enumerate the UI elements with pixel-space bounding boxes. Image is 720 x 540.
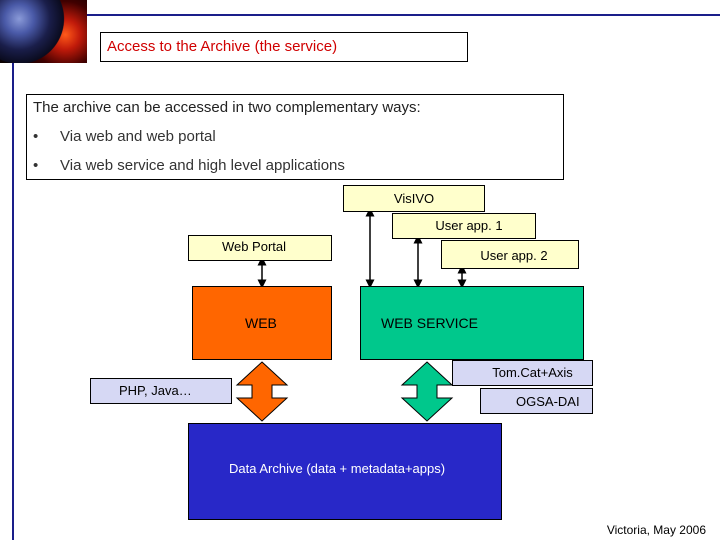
data-archive-label: Data Archive (data + metadata+apps) xyxy=(229,461,446,476)
ogsa-dai-box: OGSA-DAI xyxy=(480,388,593,414)
user-app1-box: User app. 1 xyxy=(392,213,536,239)
header-rule xyxy=(87,14,720,16)
bullet-text: Via web and web portal xyxy=(60,128,216,145)
php-java-box: PHP, Java… xyxy=(90,378,232,404)
webservice-archive-double-arrow xyxy=(400,361,454,422)
bullet-text: Via web service and high level applicati… xyxy=(60,157,345,174)
slide-corner-image xyxy=(0,0,87,63)
bullet-mark: • xyxy=(33,128,39,145)
web-block: WEB xyxy=(192,286,332,360)
tomcat-axis-box: Tom.Cat+Axis xyxy=(452,360,593,386)
user-app2-box: User app. 2 xyxy=(441,240,579,269)
bullet-item: • Via web and web portal xyxy=(33,128,216,145)
bullet-mark: • xyxy=(33,157,39,174)
bullet-item: • Via web service and high level applicat… xyxy=(33,157,345,174)
left-rule xyxy=(12,63,14,540)
intro-box: The archive can be accessed in two compl… xyxy=(26,94,564,180)
web-archive-double-arrow xyxy=(235,361,289,422)
web-service-block: WEB SERVICE xyxy=(360,286,584,360)
visivo-box: VisIVO xyxy=(343,185,485,212)
intro-text: The archive can be accessed in two compl… xyxy=(33,99,421,116)
data-archive-block xyxy=(188,423,502,520)
footer-text: Victoria, May 2006 xyxy=(606,523,706,537)
slide-title: Access to the Archive (the service) xyxy=(100,32,468,62)
web-portal-box: Web Portal xyxy=(188,235,332,261)
